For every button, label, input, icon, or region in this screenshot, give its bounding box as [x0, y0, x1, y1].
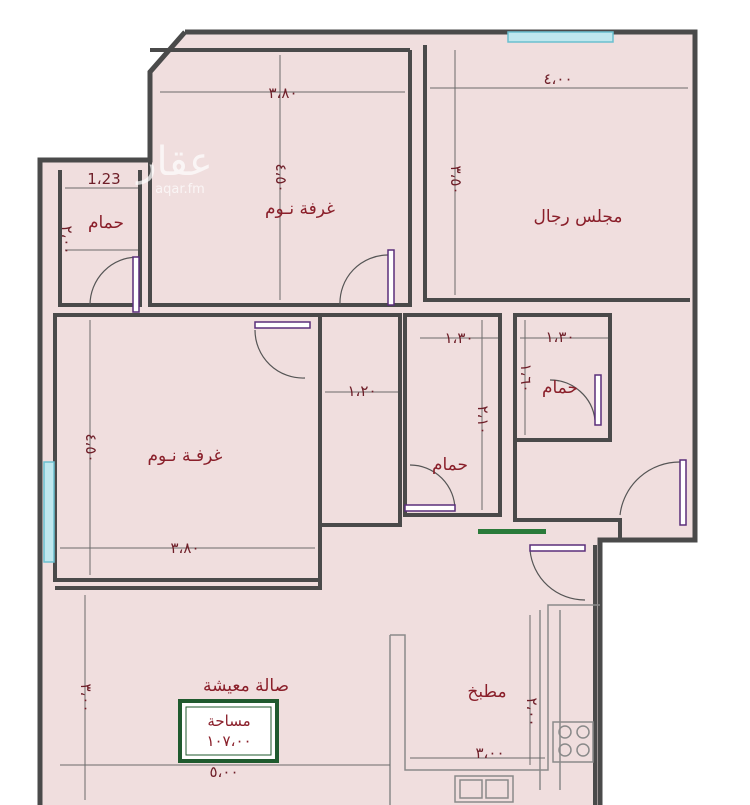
dim-bedroom-top-width: ٣،٨٠ — [268, 84, 297, 102]
dim-bedroom-left-width: ٣،٨٠ — [170, 539, 199, 557]
area-label: مساحة — [207, 712, 250, 730]
dim-bedroom-left-height: ٤،٥٠ — [82, 433, 100, 462]
kitchen-fixtures — [454, 721, 594, 803]
dim-living-width: ٥،٠٠ — [209, 763, 238, 781]
label-bathroom-top: حمام — [88, 213, 124, 233]
window-left — [43, 461, 55, 563]
label-bedroom-left: غرفـة نـوم — [148, 446, 223, 466]
dim-bath-top-height: ٢،٠٠ — [58, 225, 76, 254]
floor-fill — [40, 32, 695, 805]
dim-bath-top-width: 1،23 — [87, 170, 120, 188]
label-bathroom-right: حمام — [542, 378, 578, 398]
watermark: عقار aqar.fm — [135, 139, 213, 197]
dim-bedroom-top-height: ٤،٥٠ — [272, 163, 290, 192]
dim-kitchen-height: ٢،٠٠ — [523, 697, 541, 726]
dim-living-height: ٣،٠٠ — [77, 683, 95, 712]
dimension-lines — [60, 50, 688, 800]
label-living: صالة معيشة — [203, 676, 289, 696]
dim-bath-right-width: ١،٣٠ — [545, 328, 574, 346]
label-bathroom-mid: حمام — [432, 455, 468, 475]
label-bedroom-top: غرفة نـوم — [265, 199, 335, 219]
watermark-site: aqar.fm — [155, 182, 205, 197]
dim-bath-mid-width: ١،٣٠ — [444, 329, 473, 347]
dim-corridor-width: ١،٢٠ — [347, 382, 376, 400]
watermark-brand: عقار — [135, 139, 213, 185]
dim-bath-right-height: ١،٦٠ — [517, 363, 535, 392]
doors — [89, 249, 687, 601]
interior-walls — [53, 45, 690, 805]
area-value: ١٠٧،٠٠ — [206, 732, 251, 750]
dim-majlis-width: ٤،٠٠ — [543, 70, 572, 88]
dim-majlis-height: ٣،٥٠ — [447, 165, 465, 194]
dim-bath-mid-height: ٢،١٠ — [474, 405, 492, 434]
area-box: مساحة ١٠٧،٠٠ — [178, 699, 279, 763]
dim-kitchen-width: ٣،٠٠ — [475, 744, 504, 762]
window-top — [507, 31, 614, 43]
label-majlis: مجلس رجال — [533, 207, 622, 227]
label-kitchen: مطبخ — [467, 682, 506, 702]
